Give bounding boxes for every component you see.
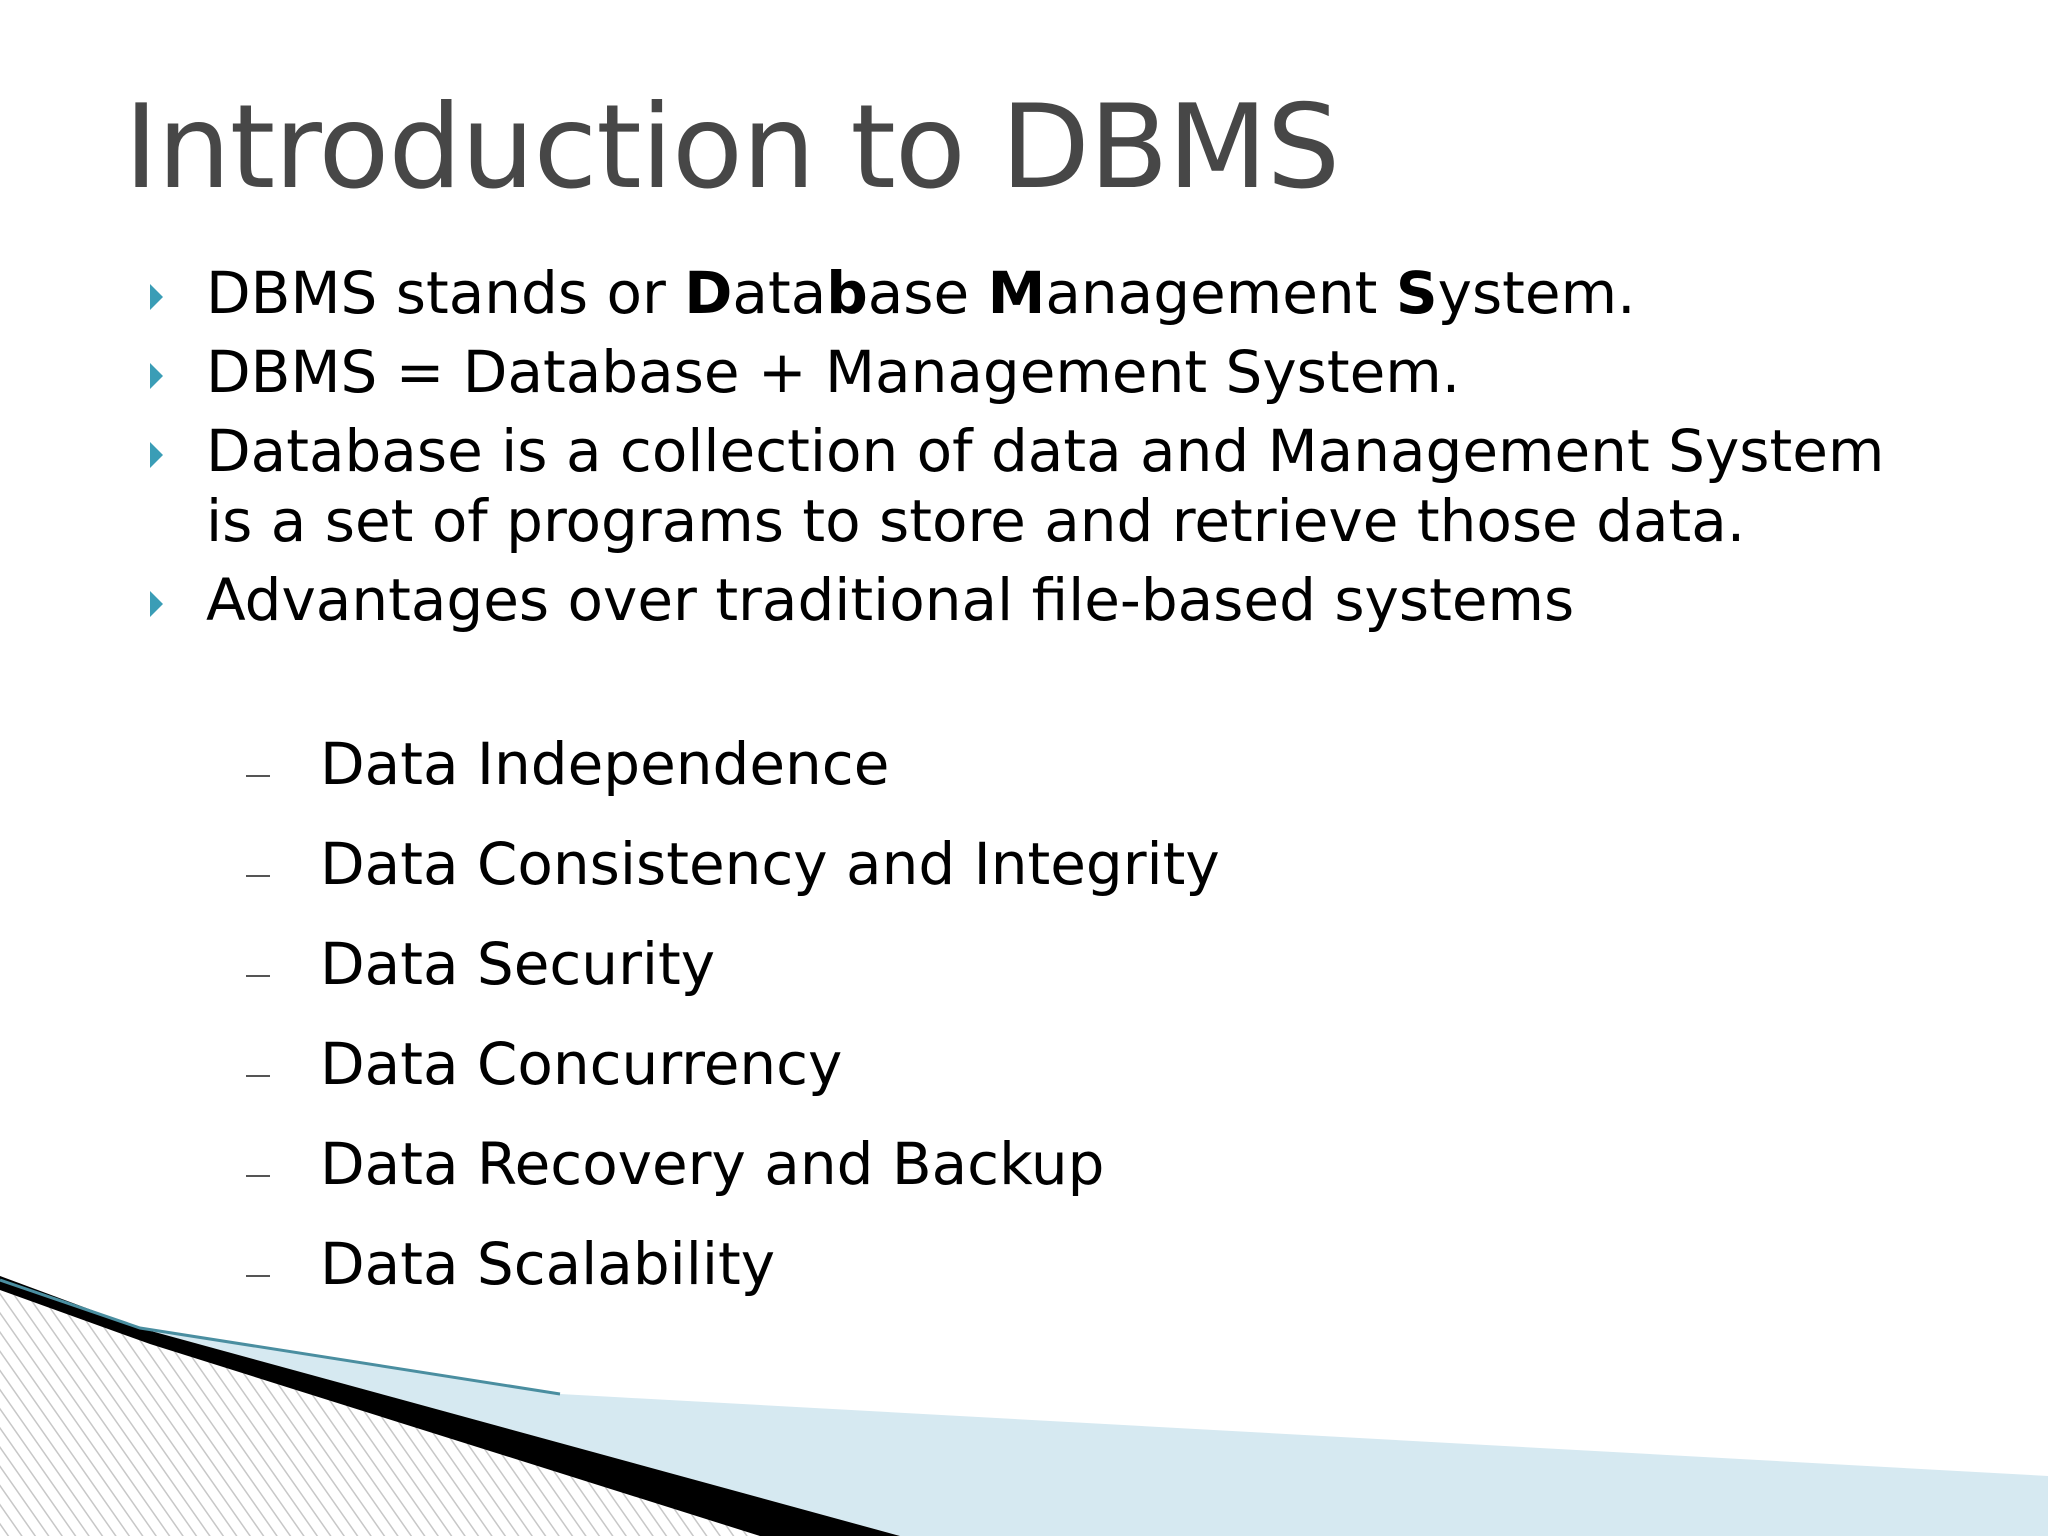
bullet-item: DBMS = Database + Management System. bbox=[146, 337, 1936, 407]
sub-bullet-list: Data Independence Data Consistency and I… bbox=[246, 729, 1220, 1329]
bullet-list: DBMS stands or Database Management Syste… bbox=[146, 258, 1936, 644]
sub-bullet-item: Data Security bbox=[246, 929, 1220, 999]
dash-icon bbox=[246, 875, 270, 877]
sub-bullet-item: Data Scalability bbox=[246, 1229, 1220, 1299]
dash-icon bbox=[246, 975, 270, 977]
bullet-text: DBMS = Database + Management System. bbox=[206, 338, 1461, 406]
dash-icon bbox=[246, 1075, 270, 1077]
triangle-bullet-icon bbox=[150, 284, 163, 310]
bold-initial: M bbox=[987, 259, 1046, 327]
text-segment: ase bbox=[867, 259, 988, 327]
text-segment: ata bbox=[732, 259, 827, 327]
dash-icon bbox=[246, 1275, 270, 1277]
bold-initial: D bbox=[684, 259, 733, 327]
bullet-item: DBMS stands or Database Management Syste… bbox=[146, 258, 1936, 328]
bold-initial: b bbox=[826, 259, 868, 327]
sub-bullet-item: Data Independence bbox=[246, 729, 1220, 799]
sub-bullet-item: Data Concurrency bbox=[246, 1029, 1220, 1099]
text-segment: anagement bbox=[1045, 259, 1396, 327]
bullet-item: Database is a collection of data and Man… bbox=[146, 416, 1936, 556]
light-blue-band bbox=[140, 1328, 2048, 1536]
slide-title: Introduction to DBMS bbox=[124, 80, 1340, 215]
decorative-corner-graphic bbox=[0, 1276, 2048, 1536]
dash-icon bbox=[246, 775, 270, 777]
sub-bullet-item: Data Recovery and Backup bbox=[246, 1129, 1220, 1199]
triangle-bullet-icon bbox=[150, 442, 163, 468]
triangle-bullet-icon bbox=[150, 591, 163, 617]
dash-icon bbox=[246, 1175, 270, 1177]
text-segment: ystem. bbox=[1437, 259, 1636, 327]
sub-bullet-text: Data Scalability bbox=[320, 1230, 776, 1298]
bullet-text: Database is a collection of data and Man… bbox=[206, 417, 1885, 555]
sub-bullet-text: Data Concurrency bbox=[320, 1030, 843, 1098]
bullet-text: DBMS stands or Database Management Syste… bbox=[206, 259, 1636, 327]
bullet-item: Advantages over traditional file-based s… bbox=[146, 565, 1936, 635]
striped-wedge bbox=[0, 1276, 900, 1536]
bullet-text: Advantages over traditional file-based s… bbox=[206, 566, 1575, 634]
text-segment: DBMS stands or bbox=[206, 259, 685, 327]
teal-edge-line bbox=[0, 1278, 561, 1396]
sub-bullet-text: Data Security bbox=[320, 930, 716, 998]
bold-initial: S bbox=[1395, 259, 1438, 327]
sub-bullet-text: Data Consistency and Integrity bbox=[320, 830, 1220, 898]
sub-bullet-item: Data Consistency and Integrity bbox=[246, 829, 1220, 899]
triangle-bullet-icon bbox=[150, 363, 163, 389]
sub-bullet-text: Data Independence bbox=[320, 730, 890, 798]
sub-bullet-text: Data Recovery and Backup bbox=[320, 1130, 1105, 1198]
